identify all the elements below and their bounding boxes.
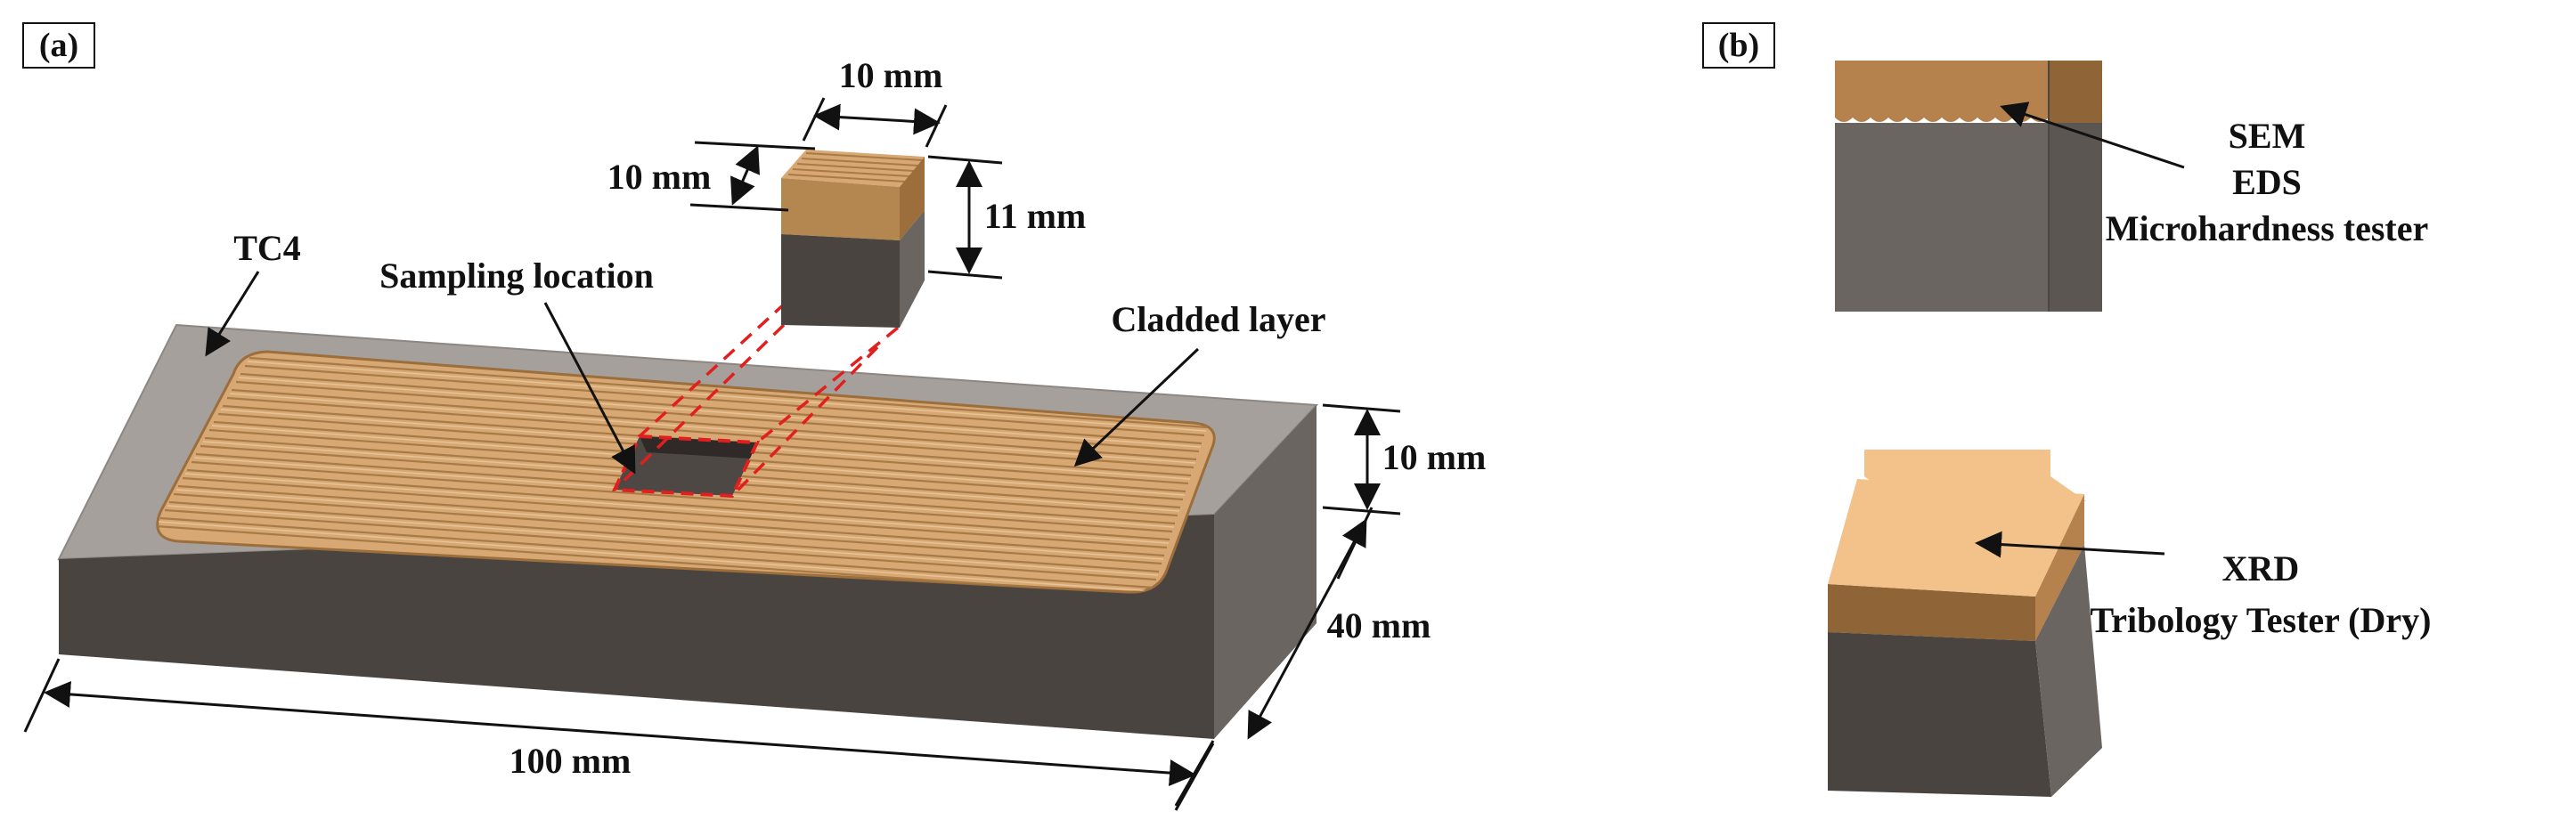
sample-right-substrate	[900, 210, 925, 328]
panel-b-label-box	[1702, 22, 1775, 69]
top-surface-arrow	[1975, 531, 2165, 558]
dim-plate-thickness-label: 10 mm	[1382, 437, 1487, 477]
block-front-substrate	[1828, 632, 2051, 797]
panel-b-label: (b)	[1718, 27, 1759, 64]
block-right-cladding	[2035, 494, 2084, 641]
block-front-cladding	[1828, 584, 2035, 641]
projection-lines	[613, 301, 900, 498]
panel-a-label: (a)	[39, 27, 78, 64]
cross-section-block	[1835, 61, 2102, 312]
sample-right-cladding	[900, 157, 925, 240]
substrate-arrow	[205, 271, 260, 357]
method-xrd: XRD	[2222, 548, 2300, 589]
cross-section-side-cladding	[2049, 61, 2102, 123]
sampling-arrow	[543, 302, 636, 475]
method-tribology: Tribology Tester (Dry)	[2091, 600, 2432, 640]
dim-top-depth	[689, 141, 816, 212]
method-eds: EDS	[2232, 162, 2302, 202]
top-surface-block	[1828, 450, 2102, 797]
dim-top-depth-label: 10 mm	[607, 157, 712, 197]
panel-a-label-box	[22, 22, 95, 69]
cladded-arrow	[1073, 347, 1200, 467]
block-top-face-main	[1864, 450, 2050, 476]
sample-front-cladding	[781, 178, 900, 240]
dim-top-width-label: 10 mm	[839, 55, 943, 95]
block-right-substrate	[2035, 545, 2102, 797]
cross-section-arrow	[2000, 101, 2185, 169]
dim-plate-length	[23, 658, 1215, 811]
block-top	[1828, 479, 2084, 597]
dim-plate-thickness	[1322, 403, 1401, 515]
sample-top-tracks	[787, 152, 924, 183]
dim-top-width	[802, 97, 948, 148]
dim-plate-length-label: 100 mm	[509, 741, 632, 781]
cladded-label: Cladded layer	[1111, 299, 1325, 339]
cross-section-side-substrate	[2049, 123, 2102, 312]
method-microhardness: Microhardness tester	[2106, 208, 2429, 248]
sample-front-substrate	[781, 234, 900, 328]
dim-plate-width-label: 40 mm	[1327, 605, 1431, 645]
cross-section-substrate	[1835, 123, 2049, 312]
dim-sample-height-label: 11 mm	[984, 196, 1086, 236]
panel-b: (b) SEM EDS Microhardness tester XRD Tri	[1702, 22, 2432, 797]
sample-cube	[781, 150, 925, 328]
dim-sample-height	[927, 155, 1003, 280]
method-sem: SEM	[2229, 116, 2306, 156]
panel-a: (a)	[22, 22, 1487, 811]
sampling-label: Sampling location	[379, 256, 654, 296]
cross-section-cladding	[1835, 61, 2049, 122]
substrate-label: TC4	[233, 228, 301, 268]
sampling-pocket	[611, 434, 761, 499]
